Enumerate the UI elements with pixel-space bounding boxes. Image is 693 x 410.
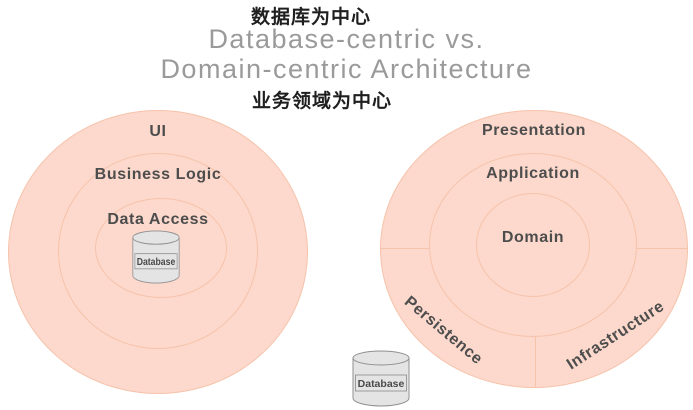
layer-label-domain: Domain bbox=[501, 229, 565, 246]
database-cylinder-icon: Database bbox=[352, 350, 410, 407]
ring-domain bbox=[476, 193, 590, 297]
database-label: Database bbox=[137, 257, 176, 268]
title-line-2: Domain-centric Architecture bbox=[160, 54, 533, 85]
domain-centric-cn-label: 业务领域为中心 bbox=[251, 91, 392, 112]
database-label: Database bbox=[358, 378, 405, 390]
sector-divider-right bbox=[637, 248, 687, 249]
layer-label-ui: UI bbox=[149, 123, 167, 140]
layer-label-application: Application bbox=[486, 165, 580, 182]
page-title: Database-centric vs. Domain-centric Arch… bbox=[0, 24, 693, 84]
layer-label-presentation: Presentation bbox=[481, 122, 587, 139]
sector-divider-bottom bbox=[535, 337, 536, 387]
database-cylinder-icon: Database bbox=[132, 230, 180, 284]
layer-label-data-access: Data Access bbox=[107, 211, 209, 228]
database-centric-cn-label: 数据库为中心 bbox=[250, 7, 371, 28]
sector-divider-left bbox=[381, 248, 430, 249]
layer-label-business-logic: Business Logic bbox=[94, 166, 222, 183]
title-line-1: Database-centric vs. bbox=[208, 24, 485, 54]
